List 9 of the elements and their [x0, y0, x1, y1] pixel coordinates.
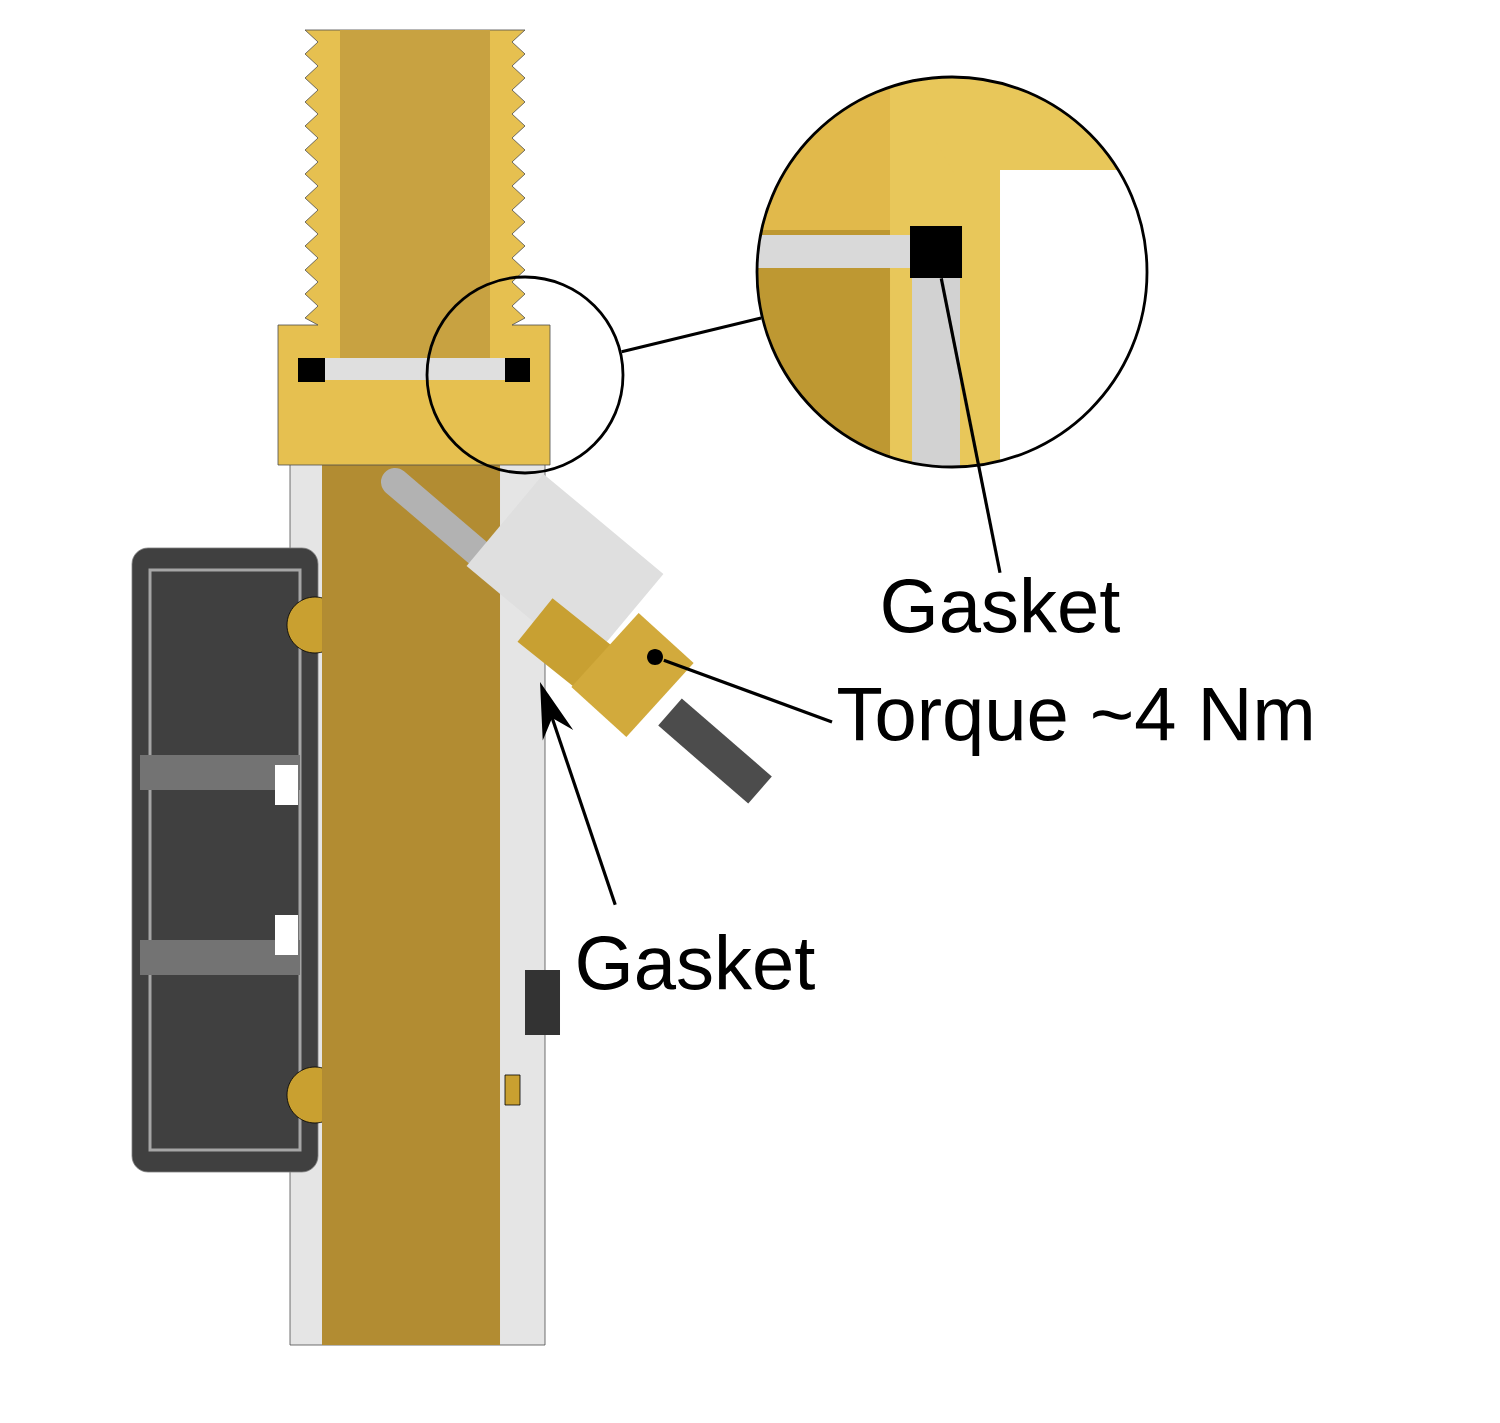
- callout-label: Gasket: [883, 577, 1120, 633]
- magnifier-circle: [425, 275, 625, 475]
- leader-line: [939, 278, 1002, 573]
- callout-label: Gasket: [578, 934, 815, 990]
- gasket-square: [910, 226, 962, 278]
- leader-line: [663, 658, 833, 724]
- screw-dot: [647, 649, 663, 665]
- callout-label: Torque ~4 Nm: [838, 687, 1311, 757]
- connector-line: [621, 316, 762, 354]
